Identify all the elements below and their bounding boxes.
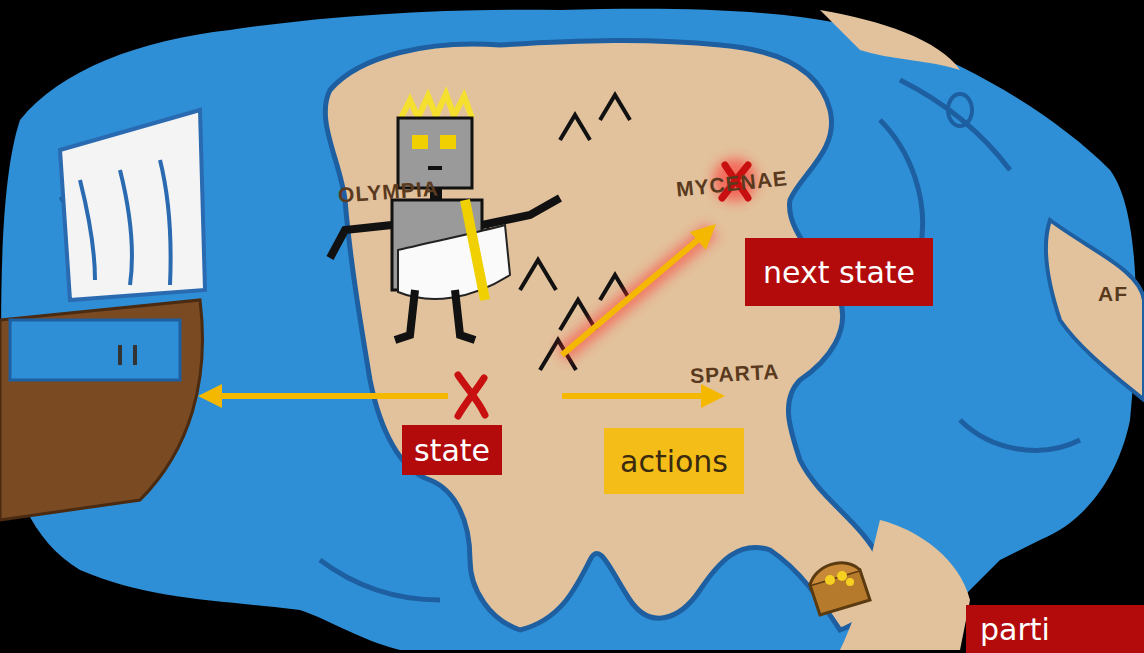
east-land	[1046, 220, 1144, 400]
next-state-glow	[562, 230, 712, 355]
box-text: parti	[980, 613, 1050, 646]
box-text: next state	[763, 256, 915, 289]
island	[948, 94, 972, 126]
place-name: SPARTA	[689, 360, 779, 389]
peloponnese-land	[325, 40, 882, 630]
box-text: actions	[620, 445, 728, 478]
sea	[1, 9, 1136, 650]
label-box: next state	[745, 238, 933, 306]
mainland-corner	[820, 10, 960, 70]
label-box: state	[402, 425, 502, 475]
place-name: AF	[1098, 282, 1128, 306]
state-marker	[458, 375, 485, 416]
robot-figure	[330, 94, 560, 340]
ship	[0, 110, 205, 520]
treasure-chest	[810, 563, 870, 615]
label-box: parti	[966, 605, 1144, 653]
label-box: actions	[604, 428, 744, 494]
box-text: state	[414, 434, 490, 467]
